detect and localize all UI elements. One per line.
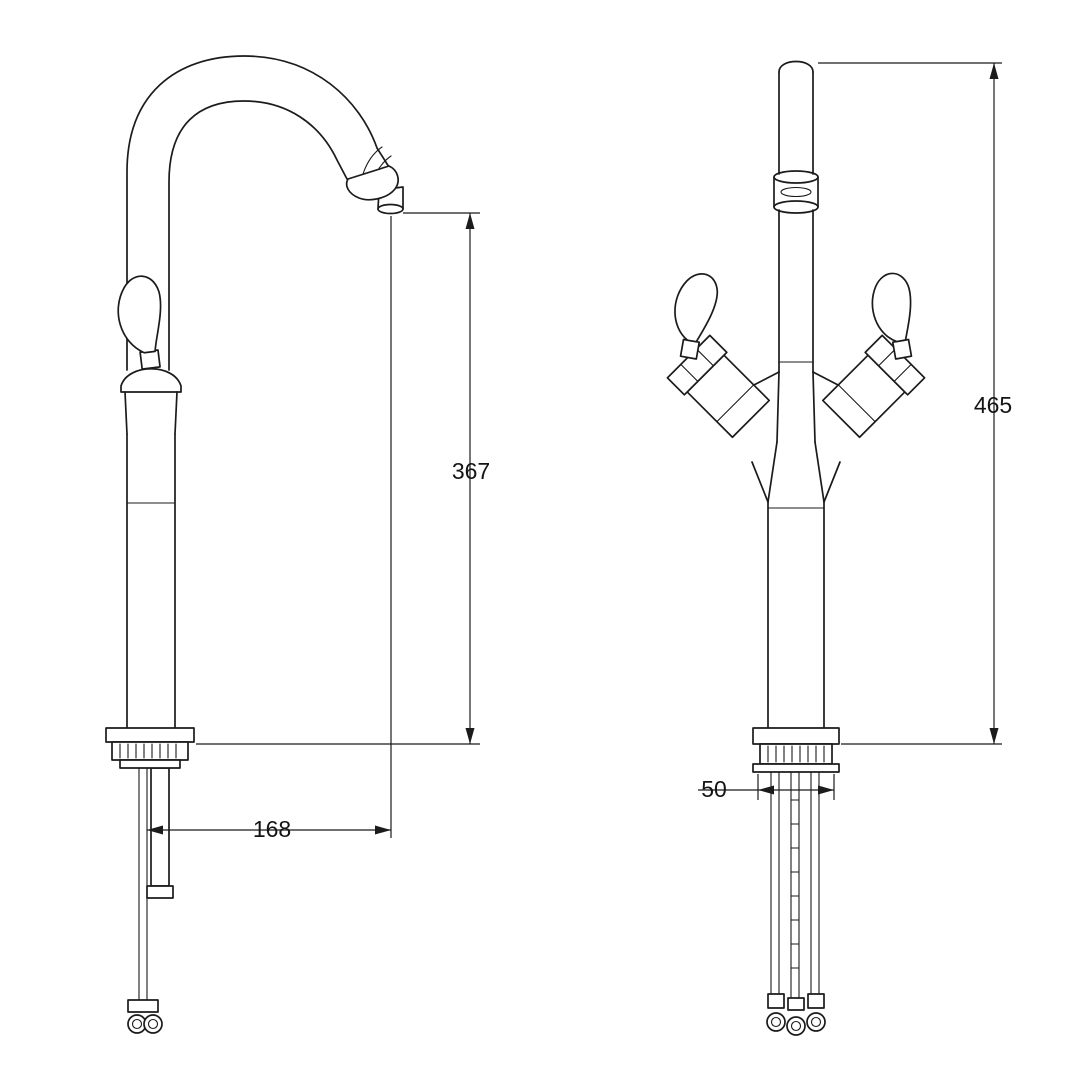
spout-end-collar (345, 165, 399, 201)
hose-end (806, 1012, 826, 1032)
handle-lever (674, 273, 719, 343)
dimension-label-base-width: 50 (701, 776, 727, 802)
front-body (751, 371, 841, 729)
base-plate (105, 727, 195, 743)
arrowhead-down (465, 728, 475, 744)
hose-connector (767, 993, 785, 1009)
spout-rib (362, 146, 383, 175)
arrowhead-right (818, 785, 834, 795)
dimension-spout-reach: 168 (147, 216, 392, 842)
handle-lever (117, 275, 162, 354)
side-base (105, 727, 195, 769)
rod-nut (787, 997, 805, 1011)
front-riser-pipe (773, 60, 819, 373)
front-right-handle (821, 272, 926, 439)
side-spout (126, 55, 404, 371)
arrowhead-left (758, 785, 774, 795)
dimension-label-overall-height: 465 (974, 392, 1012, 418)
threaded-rod-ticks (790, 799, 800, 969)
base-ribs (767, 745, 825, 763)
cartridge-dome (120, 367, 182, 393)
handle-lever (871, 272, 912, 343)
dimension-label-spout-reach: 168 (253, 816, 291, 842)
dimension-spout-height: 367 (196, 212, 490, 745)
front-view (666, 60, 926, 1036)
arrowhead-down (989, 728, 999, 744)
handle-lever-group (871, 272, 913, 360)
front-left-handle (666, 273, 771, 439)
base-flange (759, 743, 833, 765)
arrowhead-right (375, 825, 391, 835)
base-lip (119, 759, 181, 769)
handle-stem (891, 338, 913, 360)
dimensions: 367 168 465 50 (147, 62, 1012, 842)
hose-connector (807, 993, 825, 1009)
base-lip (752, 763, 840, 773)
dimension-overall-height: 465 (818, 62, 1012, 745)
side-handle (117, 275, 162, 370)
side-under-counter (127, 767, 174, 1034)
base-flange (111, 741, 189, 761)
side-body (120, 367, 182, 729)
front-under-counter (766, 771, 826, 1036)
hose-end (766, 1012, 786, 1032)
bracket-foot (146, 885, 174, 899)
hose-end (143, 1014, 163, 1034)
hose-end (786, 1016, 806, 1036)
front-base (752, 727, 840, 773)
hose-connector (127, 999, 159, 1013)
dimension-base-width: 50 (698, 774, 835, 802)
base-ribs (119, 743, 177, 759)
pipe-collar (773, 170, 819, 214)
arrowhead-up (989, 63, 999, 79)
arrowhead-left (147, 825, 163, 835)
dimension-label-spout-height: 367 (452, 458, 490, 484)
handle-lever-group (674, 273, 719, 360)
side-view (105, 55, 404, 1034)
base-plate (752, 727, 840, 745)
arrowhead-up (465, 213, 475, 229)
